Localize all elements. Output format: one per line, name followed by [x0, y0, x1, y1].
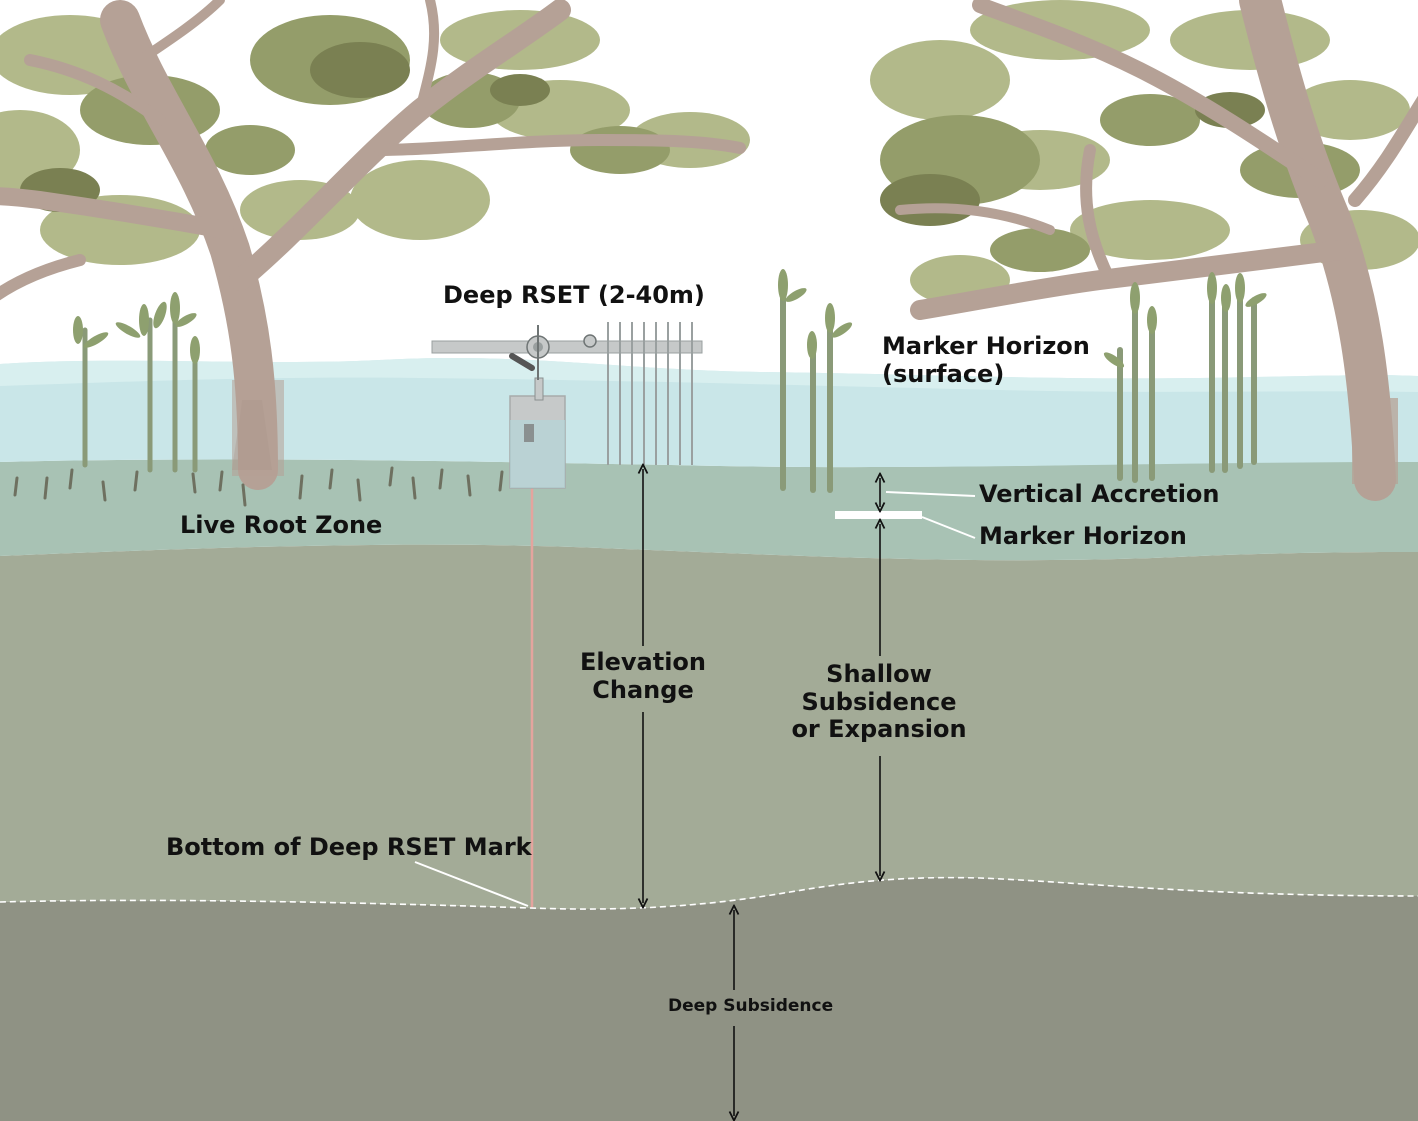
marker-horizon-bar [835, 511, 922, 519]
deep-rset-instrument [431, 322, 703, 908]
marker-horizon-surface-line1: Marker Horizon [882, 332, 1090, 360]
root-zone-layer [0, 459, 1418, 561]
shallow-line2: Subsidence [801, 687, 957, 716]
right-tree [870, 0, 1418, 501]
marker-horizon-surface-label: Marker Horizon (surface) [882, 332, 1090, 388]
measurement-arrows [643, 469, 880, 1116]
elevation-change-line1: Elevation [579, 648, 706, 676]
vertical-accretion-label: Vertical Accretion [979, 480, 1220, 508]
bottom-rset-mark-label: Bottom of Deep RSET Mark [166, 833, 532, 861]
shallow-soil-layer [0, 544, 1418, 910]
shallow-line3: or Expansion [791, 715, 967, 744]
rset-pins [607, 322, 693, 465]
shallow-subsidence-label: Shallow Subsidence or Expansion [778, 660, 980, 744]
left-seedlings [13, 292, 504, 507]
left-tree [0, 0, 750, 490]
shallow-line1: Shallow [826, 660, 932, 688]
right-seedlings [778, 269, 1267, 493]
live-root-zone-label: Live Root Zone [180, 511, 383, 539]
marker-horizon-label: Marker Horizon [979, 522, 1187, 550]
left-trunk-submerged [232, 380, 284, 476]
deep-rset-label: Deep RSET (2-40m) [443, 281, 705, 309]
deep-soil-layer [0, 877, 1418, 1121]
leader-lines [414, 491, 976, 907]
elevation-change-line2: Change [592, 675, 694, 704]
rset-arm [431, 340, 703, 354]
elevation-change-label: Elevation Change [563, 648, 723, 704]
water-surface-band [0, 357, 1418, 392]
marker-horizon-surface-line2: (surface) [882, 359, 1005, 388]
deep-subsidence-label: Deep Subsidence [668, 996, 834, 1016]
bottom-boundary-dashed [0, 876, 1418, 910]
